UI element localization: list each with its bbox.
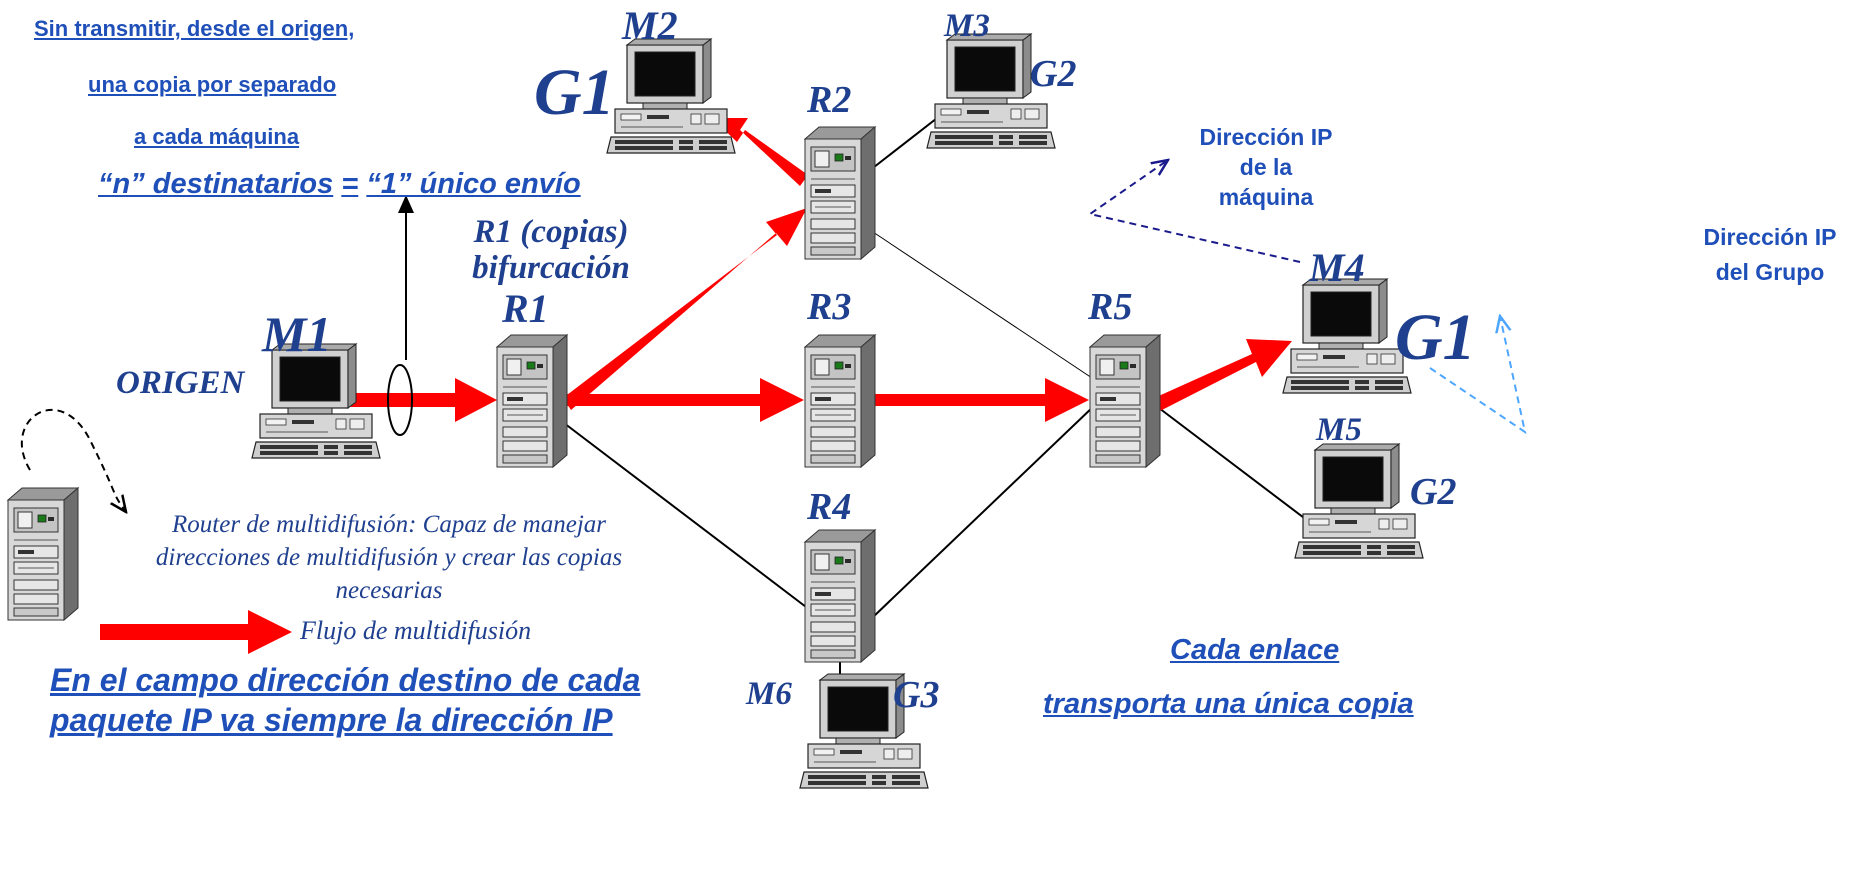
footer-left-line1: En el campo dirección destino de cada: [50, 662, 641, 698]
ip-machine-line3: máquina: [1218, 184, 1314, 210]
note-line-1: Sin transmitir, desde el origen,: [34, 16, 355, 41]
router-r2-icon: [804, 126, 876, 260]
router-r4-label: R4: [807, 486, 852, 528]
host-m4-label: M4: [1309, 245, 1365, 290]
note-equation: “n” destinatarios = “1” único envío: [98, 168, 581, 201]
router-r4-icon: [804, 529, 876, 663]
ip-machine-line2: de la: [1239, 154, 1293, 180]
annotation-arrows: [20, 160, 1527, 512]
note-line-2: una copia por separado: [88, 72, 337, 97]
router-r5-icon: [1089, 334, 1161, 468]
legend-router-desc-line3: necesarias: [335, 577, 443, 604]
multicast-flow: [345, 118, 1292, 422]
ip-group-line1: Dirección IP: [1703, 224, 1837, 250]
router-r5-label: R5: [1088, 286, 1133, 328]
legend-router-description: Router de multidifusión: Capaz de maneja…: [84, 508, 694, 607]
footer-left-line2: paquete IP va siempre la dirección IP: [50, 702, 613, 738]
ip-group-annotation: Dirección IP del Grupo: [1686, 220, 1853, 290]
host-m5-icon: [1294, 443, 1424, 559]
host-m5-label: M5: [1316, 412, 1362, 448]
ip-group-line2: del Grupo: [1715, 259, 1825, 285]
flow-arrow-r5-m4: [1152, 339, 1292, 412]
equation-left: “n” destinatarios: [98, 168, 334, 200]
host-m1-label: M1: [262, 306, 332, 362]
single-copy-ellipse: [387, 364, 413, 436]
flow-arrow-r1-r3: [565, 378, 804, 422]
router-r3-label: R3: [807, 286, 852, 328]
legend-router-desc-line1: Router de multidifusión: Capaz de maneja…: [172, 511, 606, 538]
ip-machine-pointer: [1087, 160, 1301, 263]
router-r2-label: R2: [807, 79, 852, 121]
flow-arrow-r1-r2: [563, 208, 807, 410]
host-m5-group: G2: [1410, 471, 1457, 513]
equation-equals: =: [341, 168, 359, 200]
router-r3-icon: [804, 334, 876, 468]
flow-arrow-r3-r5: [870, 378, 1089, 422]
link-r2-r5: [869, 229, 1096, 381]
host-m6-group: G3: [893, 674, 940, 716]
flow-arrow-m1-r1: [345, 378, 497, 422]
host-m2-label: M2: [622, 3, 678, 48]
host-m6-label: M6: [746, 676, 792, 712]
legend-router-pointer: [20, 409, 126, 512]
ip-machine-annotation: Dirección IP de la máquina: [1166, 122, 1366, 212]
host-m3-group: G2: [1030, 53, 1077, 95]
router-r1-note: R1 (copias) bifurcación: [446, 214, 656, 286]
host-m3-label: M3: [944, 8, 990, 44]
router-r1-note-line2: bifurcación: [472, 250, 630, 286]
router-r1-note-line1: R1 (copias): [473, 214, 629, 250]
link-r4-r5: [871, 404, 1096, 619]
host-m2-group: G1: [534, 56, 615, 129]
note-line-3: a cada máquina: [134, 124, 300, 149]
legend-flow-arrow: [100, 610, 292, 654]
legend-router-desc-line2: direcciones de multidifusión y crear las…: [155, 544, 623, 571]
host-m4-icon: [1282, 278, 1412, 394]
host-m4-group: G1: [1395, 301, 1476, 374]
legend-router-icon: [7, 487, 79, 621]
footer-right-line2: transporta una única copia: [1043, 688, 1414, 720]
host-m2-icon: [606, 38, 736, 154]
router-r1-icon: [496, 334, 568, 468]
equation-right: “1” único envío: [366, 168, 581, 200]
ip-group-pointer: [1429, 316, 1527, 435]
legend-flow-label: Flujo de multidifusión: [300, 616, 532, 645]
router-r1-label: R1: [502, 286, 549, 331]
link-r5-m5: [1154, 404, 1321, 531]
ip-machine-line1: Dirección IP: [1199, 124, 1333, 150]
host-m1-role: ORIGEN: [116, 365, 245, 401]
flow-arrow-r2-m2: [712, 118, 808, 186]
link-r1-r4: [559, 419, 811, 611]
footer-right-line1: Cada enlace: [1170, 634, 1340, 666]
